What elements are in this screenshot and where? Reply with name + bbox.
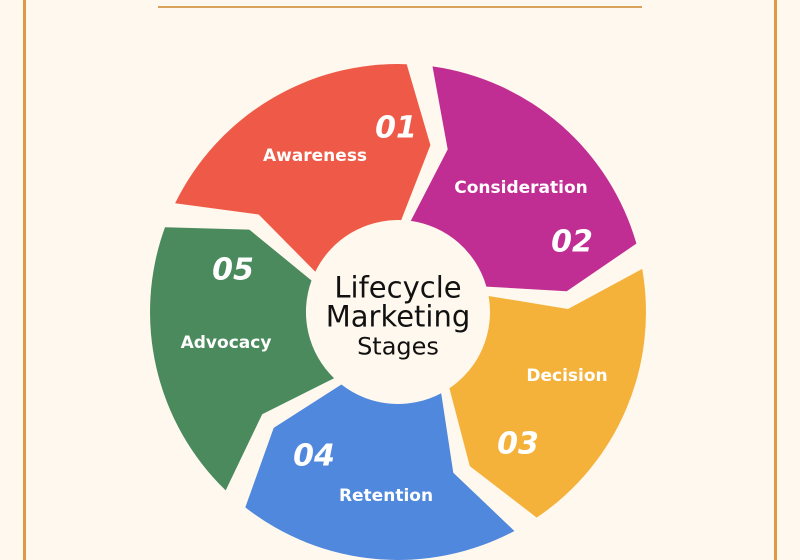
stage-segment-awareness xyxy=(175,64,431,272)
stage-segment-decision xyxy=(449,268,646,518)
stage-number-01: 01 xyxy=(375,110,417,146)
stage-segment-advocacy xyxy=(150,227,335,491)
center-title-line2: Marketing xyxy=(325,299,471,334)
center-title: Lifecycle Marketing Stages xyxy=(325,270,471,361)
stage-label-consideration: Consideration xyxy=(454,178,588,198)
stage-label-decision: Decision xyxy=(526,366,608,386)
stage-label-retention: Retention xyxy=(338,486,434,506)
stage-segment-consideration xyxy=(410,66,637,292)
stage-number-04: 04 xyxy=(293,438,335,474)
stage-number-02: 02 xyxy=(551,224,593,260)
stage-segment-retention xyxy=(245,384,515,560)
title-underline xyxy=(158,6,642,8)
stage-label-advocacy: Advocacy xyxy=(180,333,272,353)
frame-left-border xyxy=(23,0,26,560)
stage-label-awareness: Awareness xyxy=(262,146,368,166)
center-title-line3: Stages xyxy=(357,332,439,361)
center-title-line1: Lifecycle xyxy=(334,270,462,305)
frame-right-border xyxy=(774,0,777,560)
center-circle xyxy=(318,232,478,392)
stage-number-03: 03 xyxy=(497,426,539,462)
stage-number-05: 05 xyxy=(212,252,254,288)
